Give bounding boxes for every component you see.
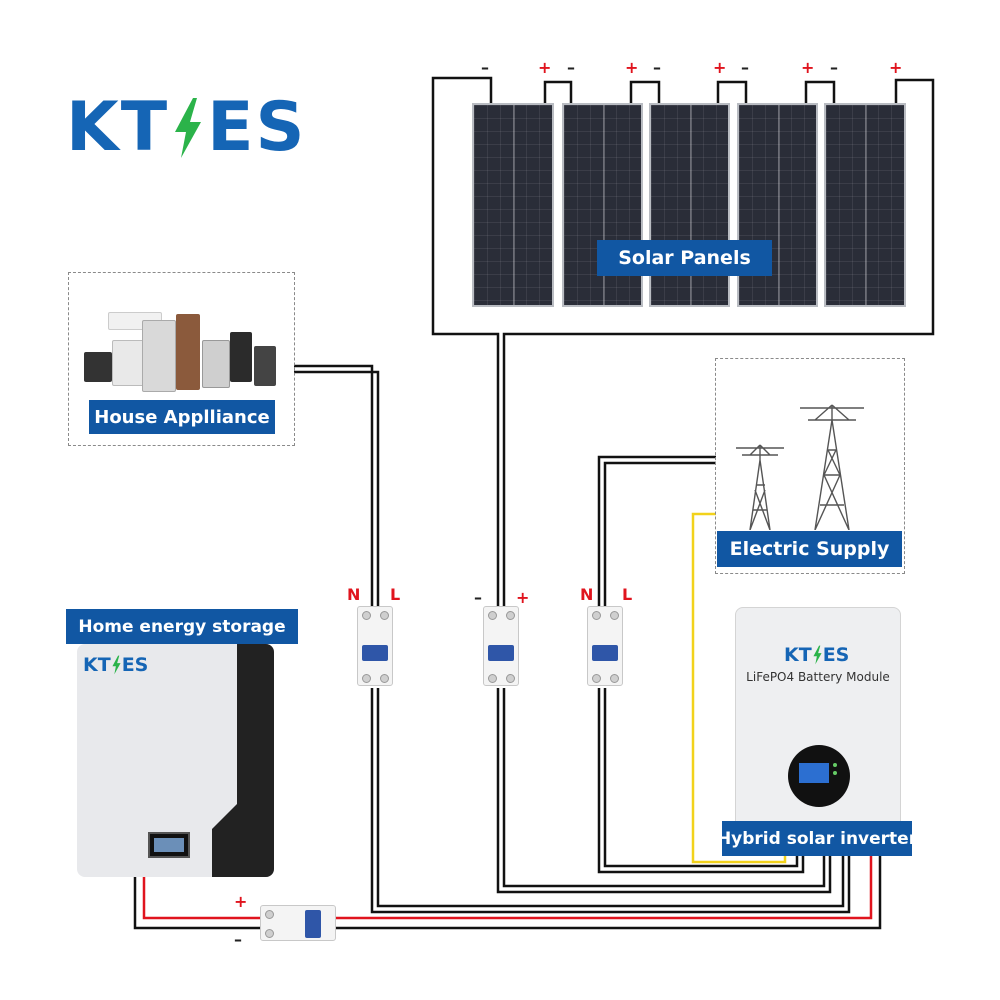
battery-breaker-neg-out <box>336 855 882 930</box>
house-appliance-label: House Applliance <box>89 400 275 434</box>
solar-panel <box>737 103 818 307</box>
grid-wire-l <box>603 461 716 608</box>
panel-minus-label: – <box>567 58 575 77</box>
panel-plus-label: + <box>625 58 639 77</box>
storage-positive-wire <box>142 877 262 920</box>
panel-plus-label: + <box>801 58 815 77</box>
inverter-logo-left: KT <box>784 644 812 666</box>
lightning-bolt-icon <box>175 97 202 158</box>
solar-breaker-minus-label: – <box>474 588 482 607</box>
appliances-illustration <box>80 310 280 392</box>
battery-circuit-breaker <box>260 905 336 941</box>
battery-breaker-pos-out <box>336 855 873 920</box>
solar-negative-wire <box>431 76 500 608</box>
hybrid-inverter-label: Hybrid solar inverter <box>717 821 917 856</box>
lightning-bolt-icon <box>112 655 121 675</box>
appliance-out-l <box>376 688 845 908</box>
grid-breaker-l-label: L <box>622 585 633 604</box>
panel-minus-label: – <box>741 58 749 77</box>
panel-plus-label: + <box>889 58 903 77</box>
storage-logo: KT ES <box>83 654 148 676</box>
panel-plus-label: + <box>538 58 552 77</box>
appliance-wire-n <box>294 364 374 608</box>
home-energy-storage-unit: KT ES <box>77 644 274 877</box>
storage-negative-wire <box>133 877 262 930</box>
electric-supply-label: Electric Supply <box>717 531 902 567</box>
solar-breaker-plus-label: + <box>516 588 530 607</box>
inverter-logo: KT ES <box>784 644 849 666</box>
solar-circuit-breaker <box>483 606 519 686</box>
solar-out-plus <box>502 688 826 888</box>
battery-breaker-minus-label: – <box>234 930 242 949</box>
panel-jumper-4 <box>804 80 836 103</box>
inverter-display <box>788 745 850 807</box>
brand-logo: KT ES <box>66 88 307 167</box>
brand-logo-left: KT <box>66 88 170 167</box>
hybrid-inverter-unit: KT ES LiFePO4 Battery Module <box>735 607 901 837</box>
solar-out-minus <box>496 688 832 894</box>
appliance-breaker-l-label: L <box>390 585 401 604</box>
house-appliance-box <box>68 272 295 446</box>
solar-panels-label: Solar Panels <box>597 240 772 276</box>
solar-panel <box>649 103 730 307</box>
grid-wire-n <box>597 455 716 608</box>
appliance-out-n <box>370 688 851 914</box>
storage-logo-left: KT <box>83 654 111 676</box>
panel-jumper-1 <box>543 80 573 103</box>
electric-supply-box <box>715 358 905 574</box>
panel-minus-label: – <box>481 58 489 77</box>
appliance-circuit-breaker <box>357 606 393 686</box>
storage-front-panel <box>212 644 274 877</box>
solar-panel <box>824 103 906 307</box>
battery-breaker-plus-label: + <box>234 892 248 911</box>
grid-out-n <box>597 688 805 874</box>
grid-breaker-n-label: N <box>580 585 594 604</box>
solar-panel <box>562 103 643 307</box>
panel-jumper-2 <box>629 80 661 103</box>
solar-panel <box>472 103 554 307</box>
inverter-logo-right: ES <box>822 644 850 666</box>
storage-logo-right: ES <box>121 654 149 676</box>
home-energy-storage-label: Home energy storage <box>66 609 298 644</box>
solar-positive-wire <box>502 78 935 608</box>
grid-circuit-breaker <box>587 606 623 686</box>
brand-logo-right: ES <box>207 88 307 167</box>
ground-wire <box>691 512 787 864</box>
panel-minus-label: – <box>653 58 661 77</box>
appliance-wire-l <box>294 370 380 608</box>
panel-plus-label: + <box>713 58 727 77</box>
inverter-subtitle: LiFePO4 Battery Module <box>746 670 890 684</box>
appliance-breaker-n-label: N <box>347 585 361 604</box>
lightning-bolt-icon <box>813 645 822 665</box>
panel-minus-label: – <box>830 58 838 77</box>
grid-out-l <box>603 688 799 868</box>
power-tower-icon <box>736 404 864 530</box>
panel-jumper-3 <box>716 80 748 103</box>
storage-lcd-display <box>148 832 190 858</box>
